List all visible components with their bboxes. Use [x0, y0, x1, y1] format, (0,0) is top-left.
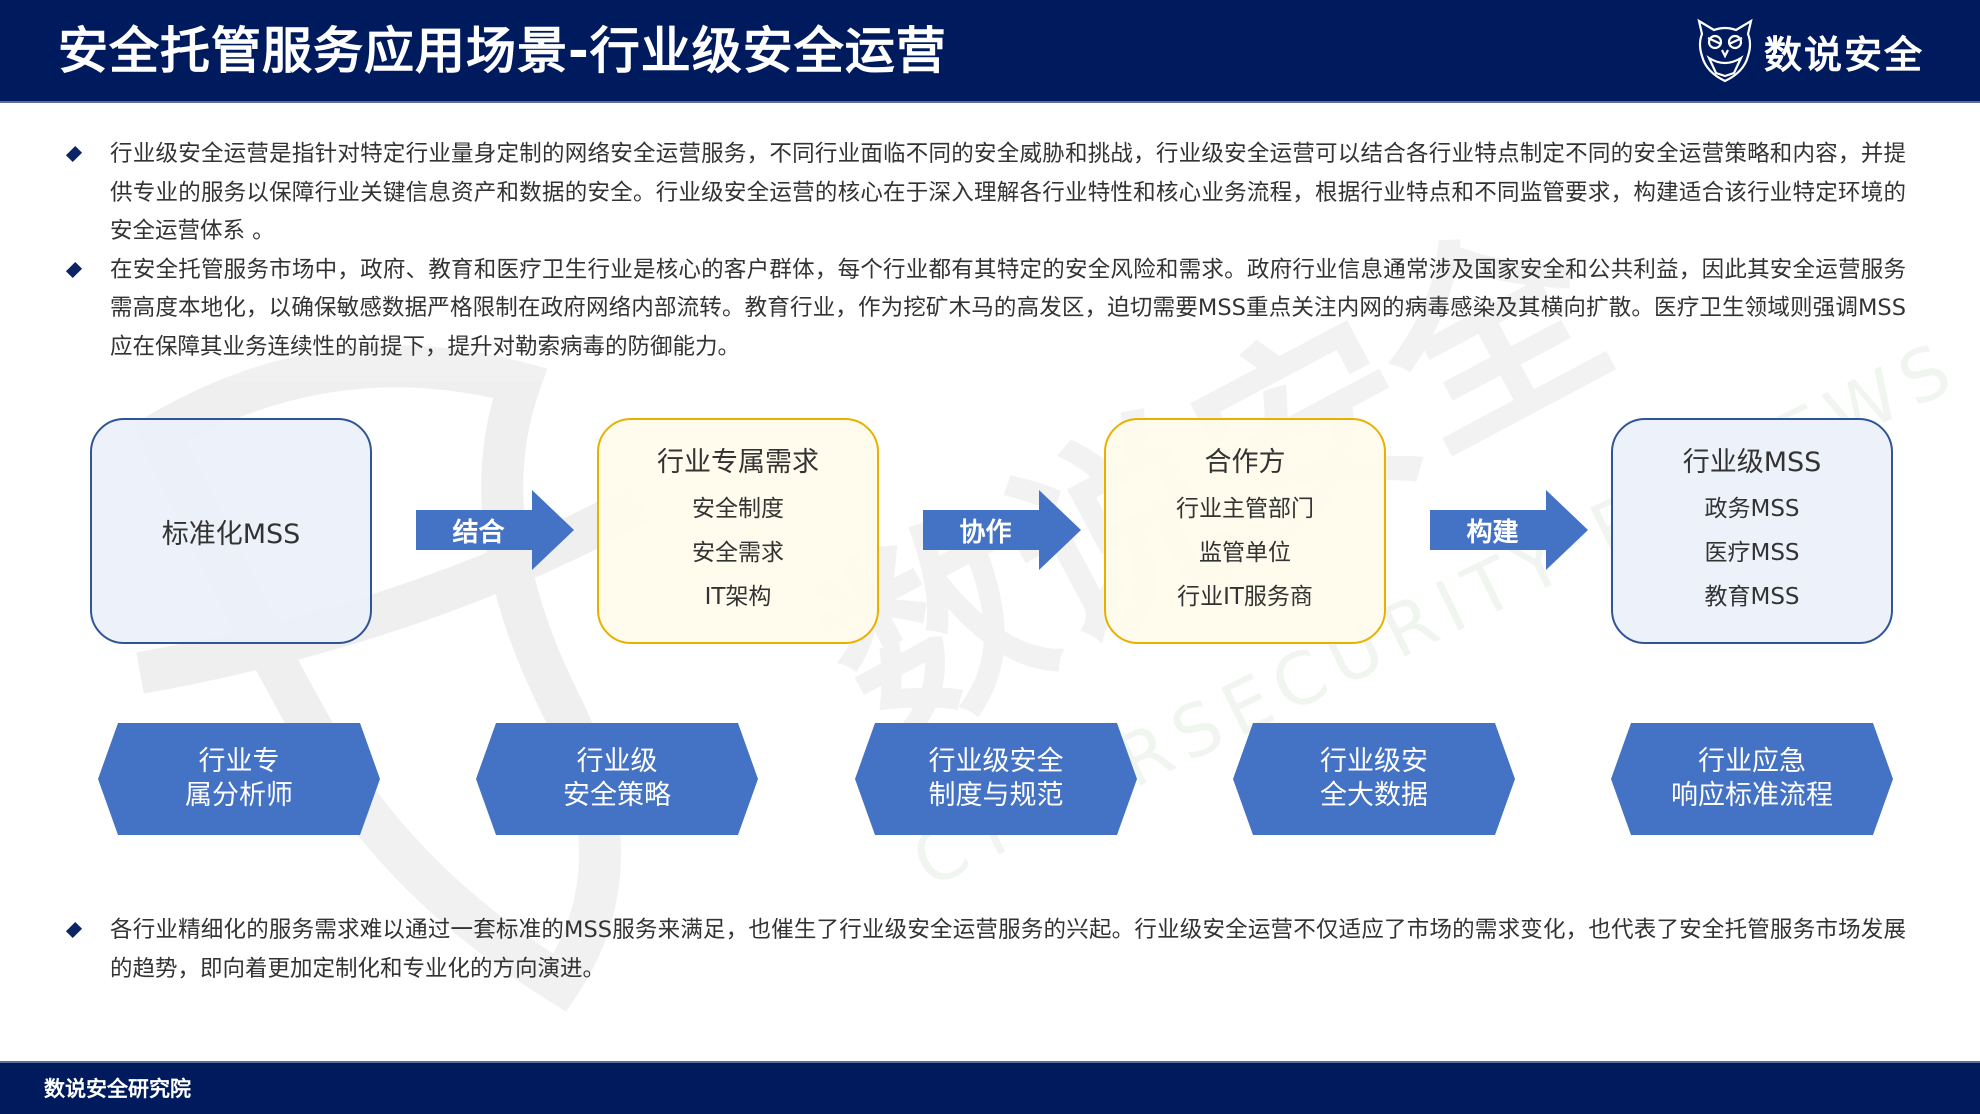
- box-title: 标准化MSS: [161, 518, 301, 550]
- arrow-label: 构建: [1466, 517, 1519, 548]
- capability-line: 响应标准流程: [1671, 780, 1833, 811]
- flow-box-industry-mss: 行业级MSS 政务MSS 医疗MSS 教育MSS: [1611, 418, 1893, 644]
- box-item: IT架构: [704, 584, 772, 610]
- box-item: 政务MSS: [1704, 496, 1800, 522]
- capability-line: 行业级安: [1320, 746, 1428, 777]
- box-item: 安全需求: [692, 540, 784, 566]
- logo-text: 数说安全: [1764, 32, 1925, 77]
- diamond-bullet-icon: [65, 145, 83, 163]
- capability-hexagon: 行业应急 响应标准流程: [1611, 723, 1893, 835]
- capability-line: 制度与规范: [928, 780, 1064, 811]
- right-arrow-icon: [416, 490, 574, 570]
- footer-bar: 数说安全研究院: [0, 1061, 1980, 1114]
- box-item: 安全制度: [692, 496, 784, 522]
- capability-hexagon: 行业专 属分析师: [98, 723, 380, 835]
- box-item: 教育MSS: [1704, 584, 1800, 610]
- bullet-text: 各行业精细化的服务需求难以通过一套标准的MSS服务来满足，也催生了行业级安全运营…: [110, 917, 1906, 982]
- capability-line: 行业级: [576, 746, 658, 777]
- flow-box-industry-requirements: 行业专属需求 安全制度 安全需求 IT架构: [597, 418, 879, 644]
- bullet-text: 在安全托管服务市场中，政府、教育和医疗卫生行业是核心的客户群体，每个行业都有其特…: [110, 256, 1906, 360]
- capability-line: 属分析师: [185, 780, 293, 811]
- diamond-bullet-icon: [65, 261, 83, 278]
- arrow-combine: 结合: [416, 490, 574, 570]
- bullet-item: 行业级安全运营是指针对特定行业量身定制的网络安全运营服务，不同行业面临不同的安全…: [65, 135, 1906, 251]
- capability-line: 安全策略: [563, 780, 671, 811]
- arrow-label: 协作: [959, 517, 1012, 548]
- page-title: 安全托管服务应用场景-行业级安全运营: [58, 22, 947, 80]
- capability-line: 行业专: [198, 746, 280, 777]
- footer-org-name: 数说安全研究院: [44, 1077, 191, 1101]
- capability-hexagon: 行业级安 全大数据: [1233, 723, 1515, 835]
- arrow-label: 结合: [452, 517, 505, 548]
- owl-icon: [1697, 18, 1753, 83]
- box-item: 监管单位: [1199, 540, 1291, 566]
- flow-box-standard-mss: 标准化MSS: [90, 418, 372, 644]
- right-arrow-icon: [1430, 490, 1588, 570]
- diamond-bullet-icon: [65, 921, 83, 939]
- capability-line: 行业应急: [1698, 746, 1806, 777]
- brand-logo: 数说安全: [1696, 18, 1924, 84]
- capability-line: 全大数据: [1320, 780, 1428, 811]
- flow-box-partners: 合作方 行业主管部门 监管单位 行业IT服务商: [1104, 418, 1386, 644]
- arrow-collaborate: 协作: [923, 490, 1081, 570]
- conclusion-bullet-list: 各行业精细化的服务需求难以通过一套标准的MSS服务来满足，也催生了行业级安全运营…: [65, 911, 1906, 988]
- capability-hexagon: 行业级安全 制度与规范: [855, 723, 1137, 835]
- box-item: 行业主管部门: [1176, 496, 1314, 522]
- box-title: 行业级MSS: [1682, 447, 1822, 478]
- header-bar: 安全托管服务应用场景-行业级安全运营 数说安全: [0, 0, 1980, 103]
- box-title: 合作方: [1204, 447, 1286, 478]
- bullet-item: 在安全托管服务市场中，政府、教育和医疗卫生行业是核心的客户群体，每个行业都有其特…: [65, 251, 1906, 367]
- capability-line: 行业级安全: [928, 746, 1064, 777]
- box-title: 行业专属需求: [657, 447, 819, 478]
- bullet-item: 各行业精细化的服务需求难以通过一套标准的MSS服务来满足，也催生了行业级安全运营…: [65, 911, 1906, 988]
- arrow-build: 构建: [1430, 490, 1588, 570]
- box-item: 医疗MSS: [1704, 540, 1800, 566]
- bullet-text: 行业级安全运营是指针对特定行业量身定制的网络安全运营服务，不同行业面临不同的安全…: [110, 141, 1906, 244]
- right-arrow-icon: [923, 490, 1081, 570]
- box-item: 行业IT服务商: [1177, 584, 1313, 610]
- intro-bullet-list: 行业级安全运营是指针对特定行业量身定制的网络安全运营服务，不同行业面临不同的安全…: [65, 135, 1906, 367]
- capability-hexagon: 行业级 安全策略: [476, 723, 758, 835]
